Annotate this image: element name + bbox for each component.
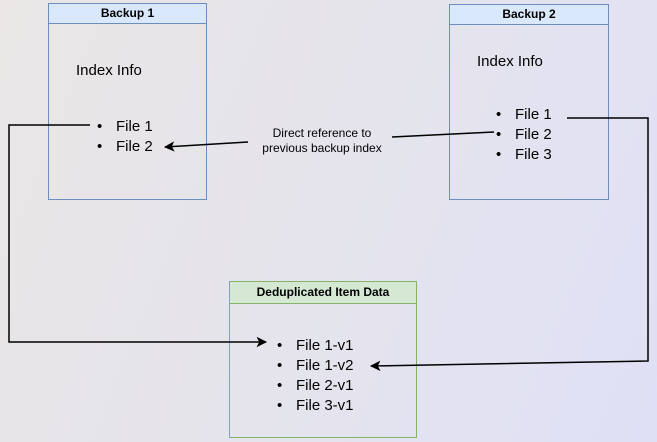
backup1-node: Backup 1 Index Info File 1 File 2 [48,3,207,200]
list-item: File 2-v1 [277,376,354,396]
list-item: File 3 [496,145,552,165]
backup2-title: Backup 2 [450,5,608,25]
list-item: File 1 [97,117,153,137]
list-item: File 2 [496,125,552,145]
list-item: File 1-v2 [277,356,354,376]
list-item: File 1 [496,105,552,125]
backup1-title: Backup 1 [49,4,206,24]
list-item: File 2 [97,137,153,157]
backup1-file-list: File 1 File 2 [97,117,153,157]
edge-label: Direct reference to previous backup inde… [238,126,406,156]
dedup-file-list: File 1-v1 File 1-v2 File 2-v1 File 3-v1 [277,336,354,416]
backup2-file-list: File 1 File 2 File 3 [496,105,552,165]
backup2-index-info-label: Index Info [477,53,543,70]
edge-label-line1: Direct reference to [272,126,372,140]
edge-label-line2: previous backup index [262,141,382,155]
backup2-node: Backup 2 Index Info File 1 File 2 File 3 [449,4,609,200]
list-item: File 3-v1 [277,396,354,416]
list-item: File 1-v1 [277,336,354,356]
backup1-index-info-label: Index Info [76,62,142,79]
dedup-node: Deduplicated Item Data File 1-v1 File 1-… [229,281,417,438]
dedup-title: Deduplicated Item Data [230,282,416,304]
